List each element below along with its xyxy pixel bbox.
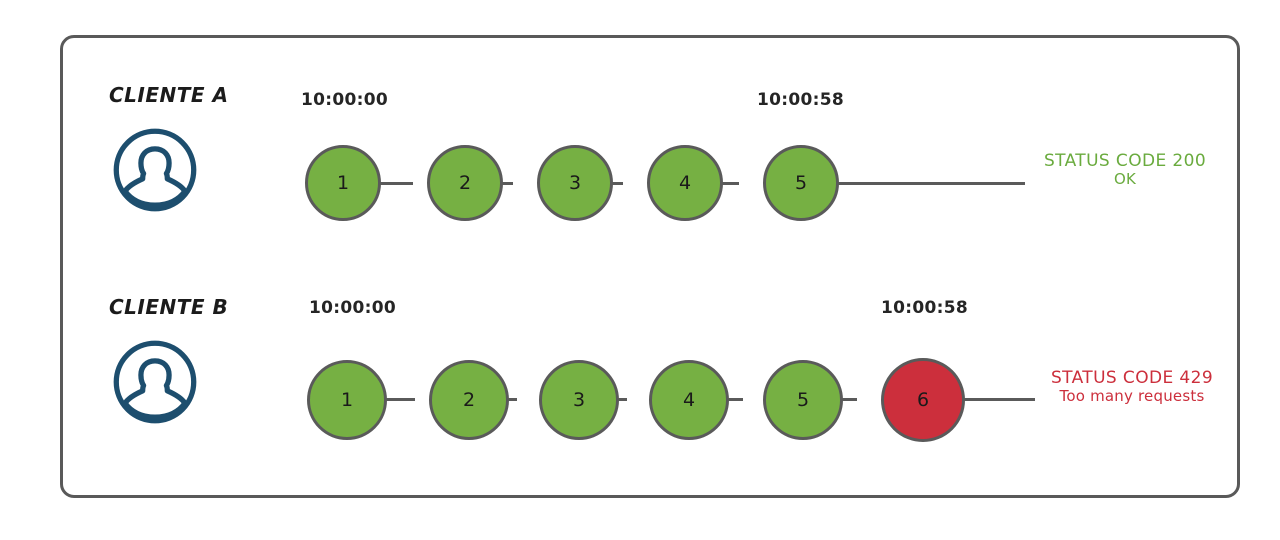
timeline-client-a: 10:00:00 10:00:58 1 2 3 4 5 STATUS CODE … <box>63 38 1237 250</box>
status-message-line-a: OK <box>1113 170 1137 189</box>
timestamp-start-a: 10:00:00 <box>301 90 388 110</box>
connector-b-tail <box>959 398 1035 401</box>
client-b-label: CLIENTE B <box>109 295 229 319</box>
timeline-client-b: 10:00:00 10:00:58 1 2 3 4 5 6 STATUS COD… <box>63 250 1237 462</box>
status-code-line-a: STATUS CODE 200 <box>1043 151 1207 171</box>
request-node[interactable]: 4 <box>647 145 723 221</box>
user-avatar-icon <box>111 126 199 214</box>
request-node[interactable]: 5 <box>763 145 839 221</box>
client-a-label: CLIENTE A <box>109 83 229 107</box>
request-node[interactable]: 5 <box>763 360 843 440</box>
request-node[interactable]: 3 <box>539 360 619 440</box>
connector-a-tail <box>835 182 1025 185</box>
request-node[interactable]: 1 <box>305 145 381 221</box>
request-node[interactable]: 1 <box>307 360 387 440</box>
status-message-line-b: Too many requests <box>1059 387 1205 406</box>
timestamp-start-b: 10:00:00 <box>309 298 396 318</box>
diagram-frame: CLIENTE A 10:00:00 10:00:58 1 2 3 4 5 <box>60 35 1240 498</box>
request-node[interactable]: 4 <box>649 360 729 440</box>
timestamp-end-b: 10:00:58 <box>881 298 968 318</box>
connector-b-4 <box>715 398 743 401</box>
connector-a-4 <box>711 182 739 185</box>
status-badge-b: STATUS CODE 429 Too many requests <box>1025 368 1239 406</box>
user-avatar-icon <box>111 338 199 426</box>
request-node[interactable]: 2 <box>427 145 503 221</box>
connector-b-1 <box>383 398 415 401</box>
request-node[interactable]: 3 <box>537 145 613 221</box>
connector-a-1 <box>379 182 413 185</box>
status-badge-a: STATUS CODE 200 OK <box>1025 151 1225 189</box>
timestamp-end-a: 10:00:58 <box>757 90 844 110</box>
request-node-rate-limited[interactable]: 6 <box>881 358 965 442</box>
status-code-line-b: STATUS CODE 429 <box>1050 368 1214 388</box>
request-node[interactable]: 2 <box>429 360 509 440</box>
